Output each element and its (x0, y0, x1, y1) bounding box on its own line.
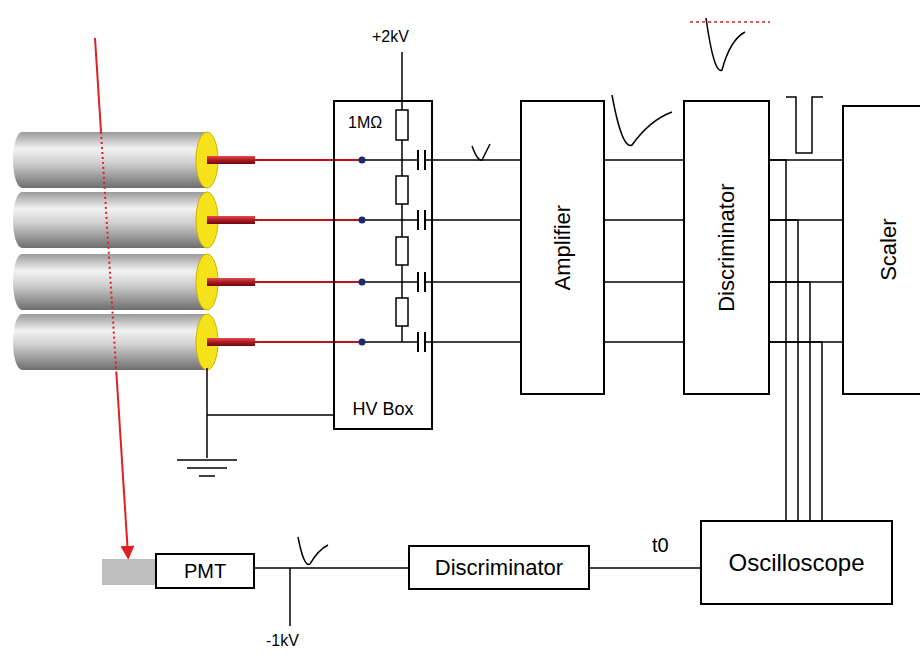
ground-symbol (177, 368, 333, 476)
capacitor-symbol (417, 210, 419, 230)
hv-box: HV Box (333, 100, 433, 430)
anode-wire (207, 338, 255, 346)
junction-dot (359, 217, 366, 224)
signal-label: t0 (650, 534, 671, 556)
resistor-value: 1MΩ (346, 114, 384, 132)
voltage-label: +2kV (370, 28, 411, 46)
discriminator-box: Discriminator (683, 100, 770, 395)
drift-tube (13, 254, 362, 310)
resistor-symbol (396, 110, 408, 140)
signal-cable (605, 341, 683, 343)
junction-dot (359, 279, 366, 286)
signal-cable (433, 341, 520, 343)
box-label: Amplifier (550, 203, 575, 293)
box-label: PMT (182, 560, 228, 583)
signal-cable (433, 159, 520, 161)
resistor-symbol (396, 298, 408, 326)
box-label: HV Box (350, 399, 415, 420)
junction-dot (359, 157, 366, 164)
capacitor-symbol (417, 332, 419, 352)
drift-tube (13, 132, 362, 188)
pmt-pulse (298, 537, 328, 564)
signal-cable (605, 159, 683, 161)
signal-cable (590, 567, 700, 569)
drift-tubes (13, 132, 362, 370)
small-pulse (472, 144, 490, 160)
anode-wire (207, 216, 255, 224)
signal-cable (770, 160, 786, 520)
signal-wire (255, 159, 362, 161)
resistor-symbol (396, 176, 408, 204)
capacitor-symbol (417, 272, 419, 292)
scintillator (102, 559, 155, 585)
discriminator-input-pulse (706, 18, 745, 70)
logic-pulse (786, 97, 823, 153)
box-label: Discriminator (433, 555, 565, 580)
anode-wire (207, 278, 255, 286)
box-label: Scaler (875, 217, 900, 283)
hv-circuit (359, 52, 434, 352)
amplifier-box: Amplifier (520, 100, 605, 395)
discriminator-box: Discriminator (408, 545, 590, 590)
drift-tube (13, 192, 362, 248)
pmt-box: PMT (155, 553, 255, 589)
resistor-symbol (396, 237, 408, 265)
box-label: Oscilloscope (726, 549, 866, 577)
signal-cable (255, 567, 408, 569)
amplified-pulse (612, 95, 672, 145)
signal-wire (255, 341, 362, 343)
anode-wire (207, 156, 255, 164)
box-label: Discriminator (714, 181, 739, 313)
signal-wire (255, 281, 362, 283)
particle-track (95, 38, 128, 557)
signal-cable (770, 220, 798, 520)
drift-tube (13, 314, 362, 370)
threshold-line (690, 21, 770, 23)
junction-dot (359, 339, 366, 346)
signal-cable (770, 282, 810, 520)
signal-cable (433, 219, 520, 221)
pmt-hv-wire (289, 568, 291, 626)
signal-cable (605, 281, 683, 283)
signal-wire (255, 219, 362, 221)
signal-cable (605, 219, 683, 221)
voltage-label: -1kV (264, 632, 301, 650)
capacitor-symbol (417, 150, 419, 170)
scaler-box: Scaler (842, 105, 920, 395)
oscilloscope-box: Oscilloscope (700, 520, 893, 605)
signal-cable (433, 281, 520, 283)
signal-cable (770, 342, 822, 520)
